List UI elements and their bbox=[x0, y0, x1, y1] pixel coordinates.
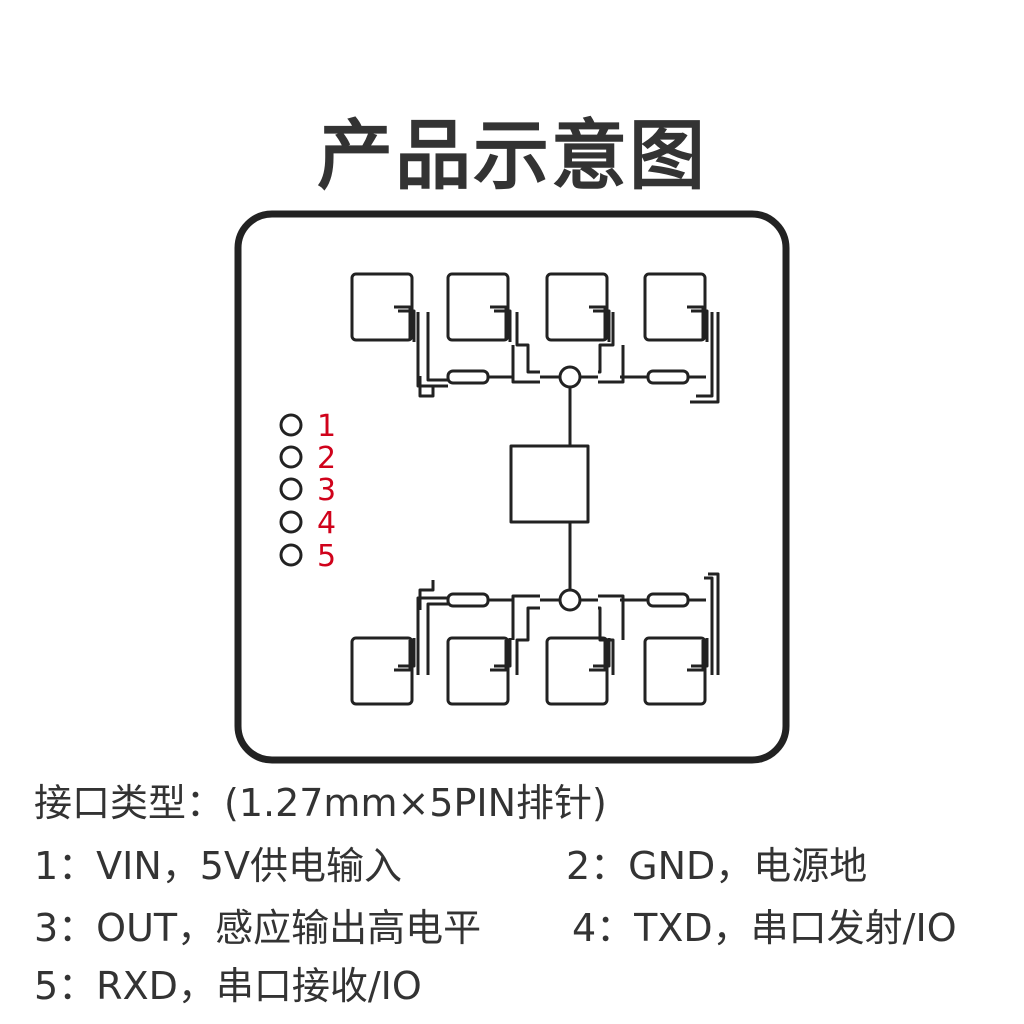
pin-hole-3 bbox=[279, 477, 303, 501]
pin-hole-2 bbox=[279, 445, 303, 469]
pin5-description: 5：RXD，串口接收/IO bbox=[34, 964, 422, 1008]
pin-label-5: 5 bbox=[317, 539, 336, 574]
pin-label-2: 2 bbox=[317, 441, 336, 476]
top-antenna-array bbox=[350, 272, 720, 404]
pin1-description: 1：VIN，5V供电输入 bbox=[34, 844, 402, 888]
pin-hole-1 bbox=[279, 413, 303, 437]
pin-label-4: 4 bbox=[317, 506, 336, 541]
pin-label-3: 3 bbox=[317, 473, 336, 508]
pin3-description: 3：OUT，感应输出高电平 bbox=[34, 906, 482, 950]
radar-chip bbox=[509, 444, 590, 524]
interface-type: 接口类型：(1.27mm×5PIN排针) bbox=[34, 781, 607, 825]
board-outline bbox=[234, 210, 790, 764]
pin2-description: 2：GND，电源地 bbox=[566, 844, 868, 888]
pin-label-1: 1 bbox=[317, 409, 336, 444]
pin-hole-5 bbox=[279, 543, 303, 567]
page-title: 产品示意图 bbox=[317, 111, 707, 200]
pin-hole-4 bbox=[279, 510, 303, 534]
pin-header bbox=[279, 413, 303, 567]
bottom-antenna-array bbox=[350, 572, 720, 706]
pin4-description: 4：TXD，串口发射/IO bbox=[572, 906, 957, 950]
